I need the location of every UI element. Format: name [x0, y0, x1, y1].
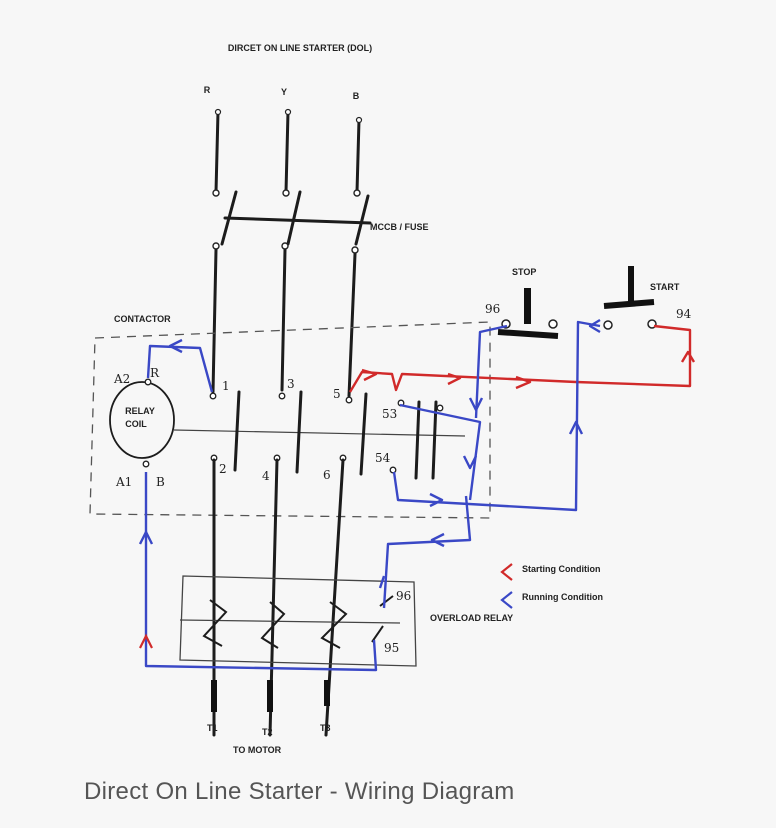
start-push-button [603, 266, 657, 330]
overload-relay-box [179, 575, 417, 667]
diagram-title: DIRCET ON LINE STARTER (DOL) [228, 43, 372, 53]
legend-blue-marker [500, 591, 513, 609]
terminal-3: 3 [287, 377, 295, 391]
motor-terminal-stubs [211, 680, 330, 712]
relay-coil [109, 381, 175, 459]
terminal-5: 5 [333, 387, 341, 401]
start-terminal-94: 94 [676, 307, 692, 321]
coil-label-line2: COIL [125, 419, 147, 429]
phase-label-b: B [353, 91, 360, 101]
motor-terminal-t2: T2 [262, 727, 273, 737]
coil-terminal-b: B [156, 475, 165, 489]
overload-relay-label: OVERLOAD RELAY [430, 613, 513, 623]
aux-terminal-53: 53 [382, 407, 397, 421]
starting-condition-path [348, 324, 696, 393]
diagram-caption: Direct On Line Starter - Wiring Diagram [84, 778, 515, 805]
overload-terminal-96: 96 [396, 589, 411, 603]
coil-label-line1: RELAY [125, 406, 155, 416]
stop-label: STOP [512, 267, 536, 277]
main-contacts [209, 390, 368, 476]
mccb-fuse [212, 190, 372, 254]
contactor-feed-lines [211, 248, 357, 398]
terminal-4: 4 [262, 469, 270, 483]
to-motor-label: TO MOTOR [233, 745, 282, 755]
running-condition-path [138, 318, 601, 672]
coil-terminal-a1: A1 [115, 475, 132, 489]
motor-lines [212, 458, 345, 737]
legend-red-marker [500, 563, 513, 581]
mccb-label: MCCB / FUSE [370, 222, 429, 232]
motor-terminal-t3: T3 [320, 723, 331, 733]
legend: Starting Condition Running Condition [500, 563, 603, 609]
terminal-6: 6 [323, 468, 331, 482]
stop-terminal-96: 96 [485, 302, 500, 316]
terminal-1: 1 [222, 379, 230, 393]
coil-terminal-r: R [150, 366, 160, 380]
overload-elements [202, 595, 394, 649]
phase-label-y: Y [281, 87, 287, 97]
motor-terminal-t1: T1 [207, 723, 218, 733]
phase-label-r: R [204, 85, 211, 95]
terminal-2: 2 [219, 462, 227, 476]
stop-push-button [497, 288, 559, 339]
contactor-label: CONTACTOR [114, 314, 171, 324]
legend-running-condition: Running Condition [522, 592, 603, 602]
aux-contact [389, 399, 444, 480]
mechanical-link [173, 429, 466, 437]
aux-terminal-54: 54 [375, 451, 391, 465]
overload-terminal-95: 95 [384, 641, 399, 655]
contactor-boundary [89, 321, 491, 519]
incoming-lines [212, 108, 363, 197]
start-label: START [650, 282, 680, 292]
coil-terminal-a2: A2 [113, 372, 130, 386]
legend-starting-condition: Starting Condition [522, 564, 601, 574]
